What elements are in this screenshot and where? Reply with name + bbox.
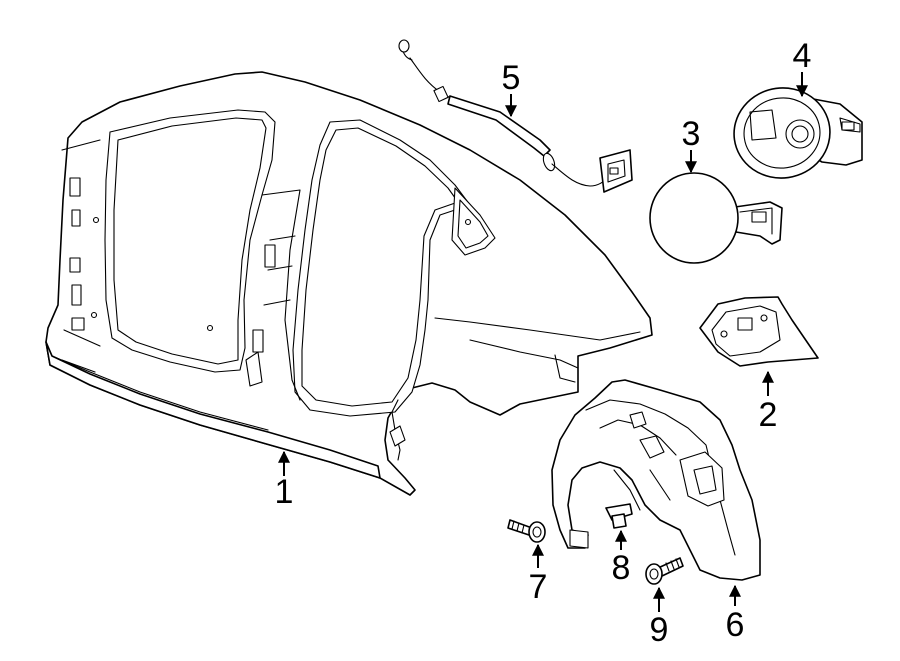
- callout-9: 9: [650, 611, 669, 649]
- fuel-door-part: [649, 172, 783, 264]
- bolt-7-part: [507, 519, 546, 543]
- callout-1: 1: [275, 473, 294, 511]
- wheelhouse-liner-part: [551, 379, 761, 581]
- leader-lines: [278, 72, 808, 612]
- filler-housing-part: [733, 87, 863, 179]
- callout-6: 6: [726, 606, 745, 644]
- clip-nut-8-part: [605, 503, 633, 529]
- bracket-part: [699, 296, 819, 367]
- bolt-9-part: [645, 557, 684, 585]
- callout-3: 3: [682, 115, 701, 153]
- callout-labels: 1 2 3 4 5 6 7 8 9: [275, 37, 812, 649]
- callout-4: 4: [793, 37, 812, 75]
- callout-5: 5: [502, 59, 521, 97]
- release-cable-part: [398, 39, 633, 193]
- callout-7: 7: [529, 568, 548, 606]
- quarter-panel-part: [45, 71, 653, 496]
- callout-2: 2: [759, 396, 778, 434]
- callout-8: 8: [612, 549, 631, 587]
